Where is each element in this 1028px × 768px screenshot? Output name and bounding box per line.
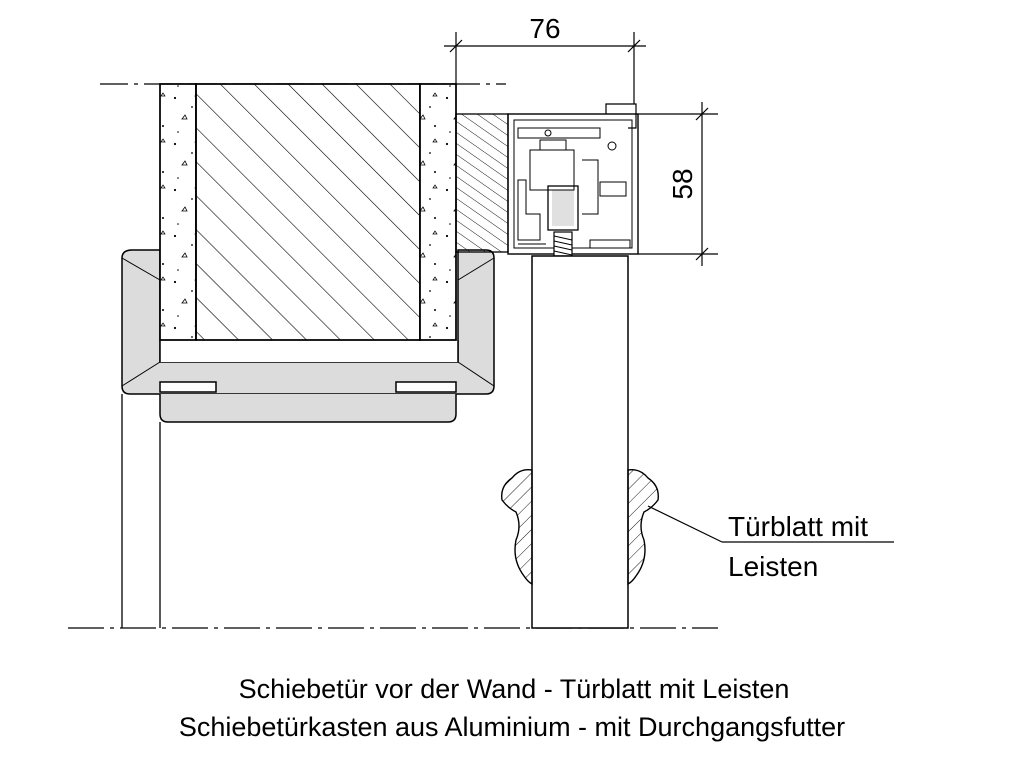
annotation-line-2: Leisten xyxy=(728,551,818,582)
door-moulding-right xyxy=(627,468,659,586)
door-moulding-left xyxy=(501,468,533,586)
dimension-width-label: 76 xyxy=(529,13,560,44)
annotation-line-1: Türblatt mit xyxy=(728,511,868,542)
wall-plaster-left xyxy=(159,83,197,341)
wall-core xyxy=(195,83,421,341)
caption-line-1: Schiebetür vor der Wand - Türblatt mit L… xyxy=(239,674,790,704)
door-frame-lining xyxy=(121,249,495,423)
wall-plaster-right xyxy=(419,83,457,341)
aluminium-door-box xyxy=(507,103,639,257)
left-jamb-lines xyxy=(121,394,161,628)
dimension-height-label: 58 xyxy=(667,168,698,199)
door-leaf xyxy=(531,255,629,629)
dimension-height xyxy=(638,102,718,266)
annotation-leader xyxy=(647,505,894,543)
wood-mounting-strip xyxy=(455,113,509,253)
caption-line-2: Schiebetürkasten aus Aluminium - mit Dur… xyxy=(179,712,845,742)
dimension-width xyxy=(444,32,646,104)
